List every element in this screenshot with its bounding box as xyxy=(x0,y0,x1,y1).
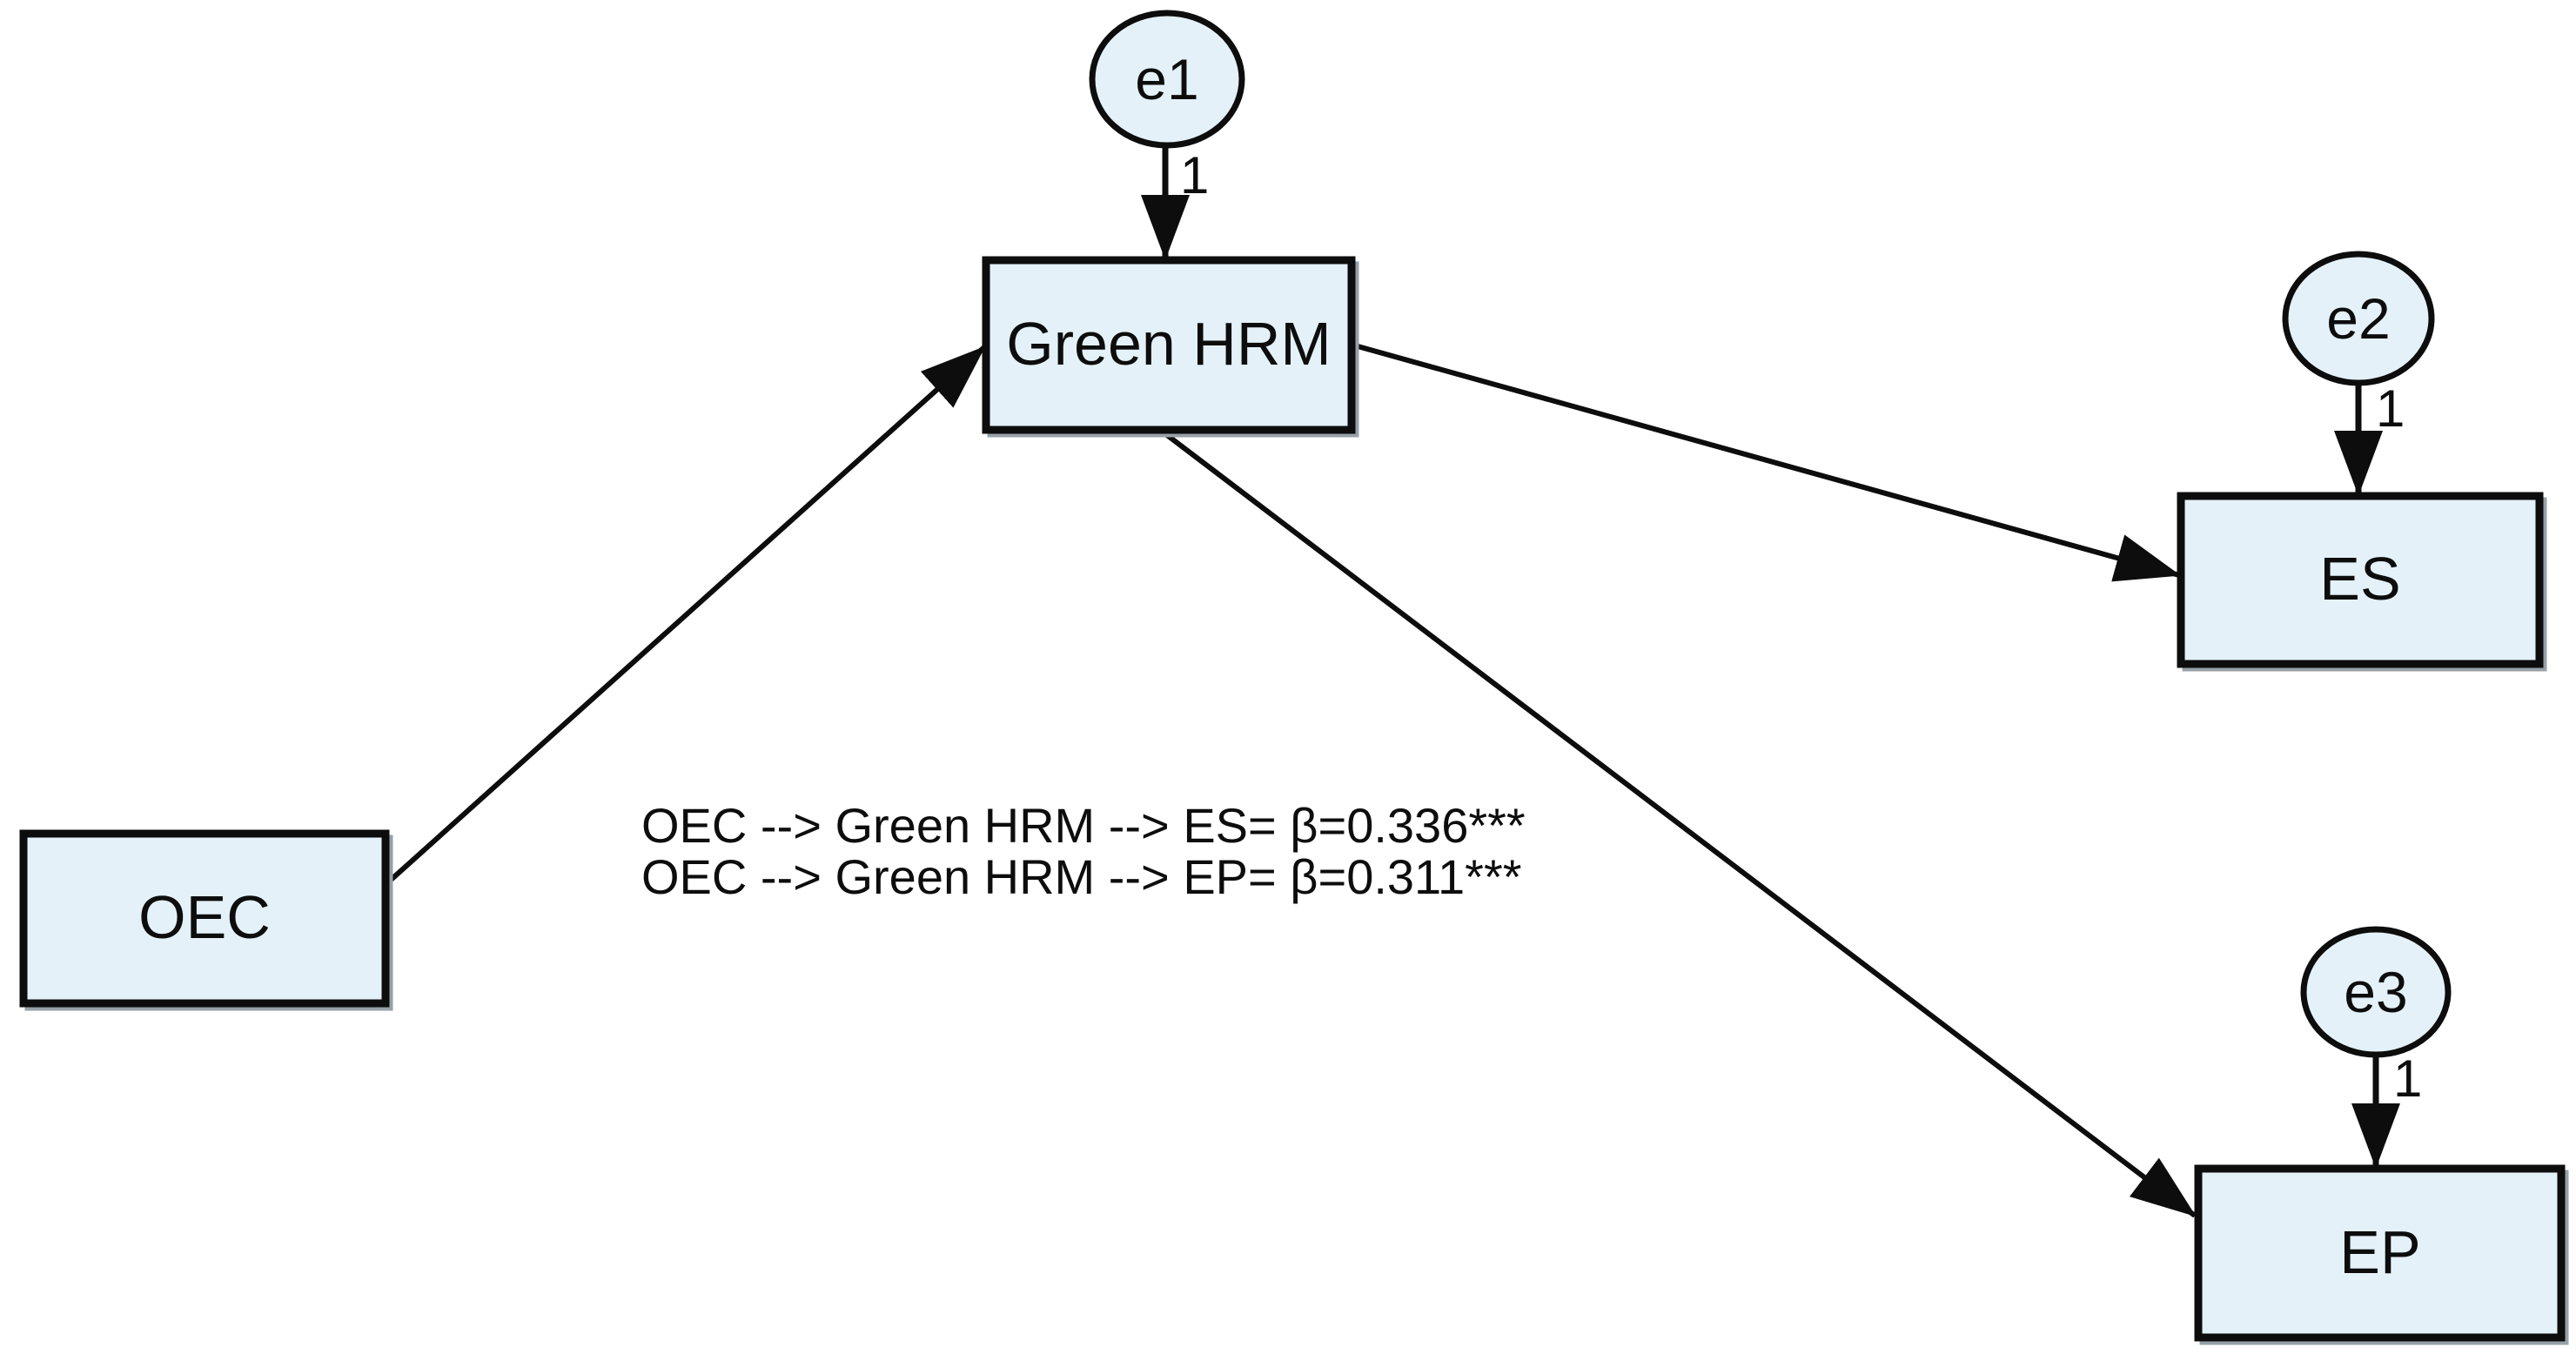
e1-label: e1 xyxy=(1135,47,1198,111)
e1-loading-label: 1 xyxy=(1180,146,1209,204)
oec-label: OEC xyxy=(138,883,271,951)
es-box xyxy=(2177,492,2544,668)
path-oec-to-green-hrm xyxy=(386,345,987,884)
green-hrm-box xyxy=(982,256,1356,434)
indirect-effect-annotation-line2: OEC --> Green HRM --> EP= β=0.311*** xyxy=(641,849,1522,904)
e2-loading-label: 1 xyxy=(2376,379,2405,438)
indirect-effect-annotation-line1: OEC --> Green HRM --> ES= β=0.336*** xyxy=(641,798,1526,853)
e3-loading-label: 1 xyxy=(2393,1049,2422,1108)
green-hrm-label: Green HRM xyxy=(1006,310,1331,378)
e1-circle xyxy=(1089,10,1245,149)
e2-circle xyxy=(2282,251,2435,386)
ep-label: EP xyxy=(2339,1218,2420,1286)
es-label: ES xyxy=(2319,545,2400,613)
path-green-hrm-to-es xyxy=(1351,342,2181,582)
ep-box xyxy=(2194,1164,2566,1342)
e3-circle xyxy=(2300,926,2452,1058)
oec-box xyxy=(19,829,390,1008)
e3-label: e3 xyxy=(2344,960,2407,1024)
e2-label: e2 xyxy=(2326,286,2390,351)
path-green-hrm-to-ep xyxy=(1162,430,2197,1218)
